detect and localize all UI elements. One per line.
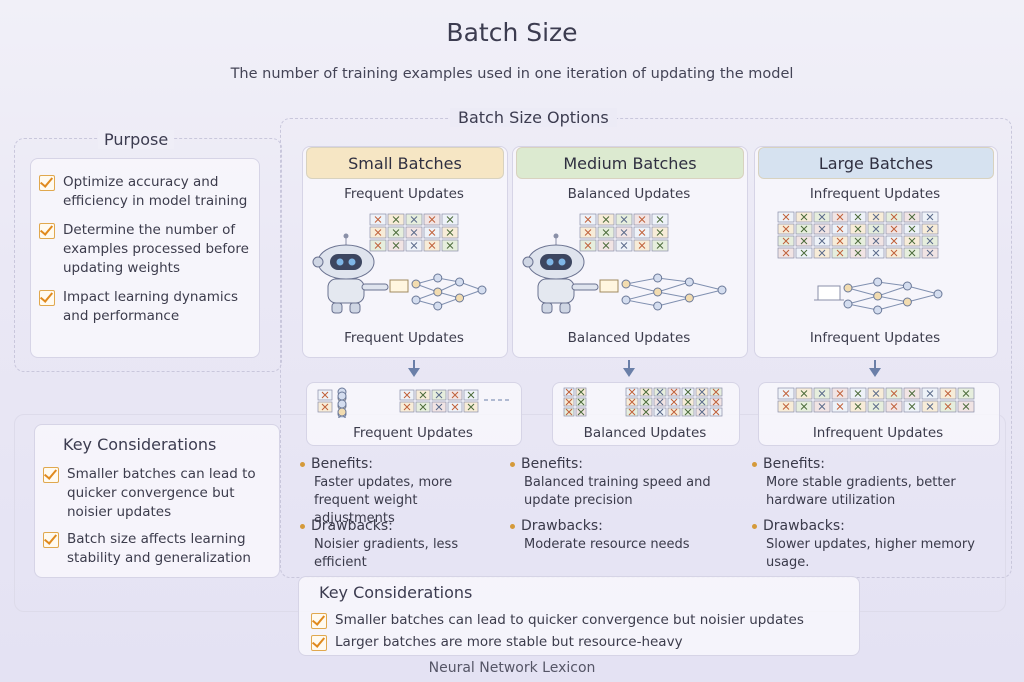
- flow-illustration: [777, 387, 975, 413]
- key-bottom-item: Larger batches are more stable but resou…: [311, 633, 851, 652]
- drawbacks-text: Noisier gradients, less efficient: [314, 537, 459, 570]
- check-icon: [39, 175, 55, 191]
- key-left-item: Smaller batches can lead to quicker conv…: [43, 465, 275, 522]
- bullet-icon: [300, 461, 305, 467]
- drawbacks-block: Drawbacks: Noisier gradients, less effic…: [300, 518, 502, 572]
- key-left-panel: Key Considerations Smaller batches can l…: [34, 424, 280, 578]
- column-bottom-label: Infrequent Updates: [809, 330, 941, 346]
- flow-illustration: [563, 387, 723, 417]
- key-bottom-title: Key Considerations: [319, 583, 473, 602]
- bullet-icon: [510, 523, 515, 529]
- flow-label: Frequent Updates: [353, 425, 473, 441]
- drawbacks-title: Drawbacks:: [311, 518, 393, 534]
- benefits-block: Benefits: More stable gradients, better …: [752, 456, 992, 510]
- purpose-item: Optimize accuracy and efficiency in mode…: [39, 173, 255, 211]
- column-bottom-label: Frequent Updates: [344, 330, 464, 346]
- page-subtitle: The number of training examples used in …: [230, 66, 794, 82]
- check-icon: [43, 532, 59, 548]
- down-arrow-icon: [408, 360, 420, 377]
- bullet-icon: [752, 461, 757, 467]
- benefits-text: Balanced training speed and update preci…: [524, 475, 711, 508]
- drawbacks-block: Drawbacks: Slower updates, higher memory…: [752, 518, 992, 572]
- flow-illustration: [317, 387, 512, 418]
- drawbacks-text: Slower updates, higher memory usage.: [766, 537, 975, 570]
- column-bottom-label: Balanced Updates: [567, 330, 691, 346]
- network-illustration: [777, 211, 943, 315]
- column-top-label: Balanced Updates: [567, 186, 691, 202]
- check-icon: [39, 290, 55, 306]
- footer-brand: Neural Network Lexicon: [428, 660, 596, 676]
- robot-illustration: [312, 213, 487, 314]
- bullet-icon: [510, 461, 515, 467]
- purpose-title: Purpose: [98, 130, 175, 149]
- column-top-label: Frequent Updates: [344, 186, 464, 202]
- robot-illustration: [522, 213, 727, 314]
- benefits-title: Benefits:: [763, 456, 826, 472]
- check-icon: [39, 223, 55, 239]
- benefits-title: Benefits:: [521, 456, 584, 472]
- check-icon: [311, 635, 327, 651]
- options-title: Batch Size Options: [450, 108, 617, 127]
- purpose-item: Determine the number of examples process…: [39, 221, 255, 278]
- page-title: Batch Size: [446, 18, 578, 47]
- purpose-item: Impact learning dynamics and performance: [39, 288, 255, 326]
- bullet-icon: [752, 523, 757, 529]
- drawbacks-text: Moderate resource needs: [524, 537, 690, 552]
- column-header: Small Batches: [306, 147, 504, 179]
- column-header: Large Batches: [758, 147, 994, 179]
- benefits-text: Faster updates, more frequent weight adj…: [314, 475, 453, 526]
- drawbacks-title: Drawbacks:: [521, 518, 603, 534]
- key-bottom-item: Smaller batches can lead to quicker conv…: [311, 611, 851, 630]
- drawbacks-title: Drawbacks:: [763, 518, 845, 534]
- benefits-title: Benefits:: [311, 456, 374, 472]
- purpose-list: Optimize accuracy and efficiency in mode…: [39, 173, 255, 326]
- down-arrow-icon: [869, 360, 881, 377]
- flow-label: Balanced Updates: [583, 425, 707, 441]
- benefits-text: More stable gradients, better hardware u…: [766, 475, 956, 508]
- benefits-block: Benefits: Balanced training speed and up…: [510, 456, 742, 510]
- check-icon: [43, 467, 59, 483]
- key-left-title: Key Considerations: [63, 435, 217, 454]
- key-left-item: Batch size affects learning stability an…: [43, 530, 275, 568]
- flow-label: Infrequent Updates: [812, 425, 944, 441]
- drawbacks-block: Drawbacks: Moderate resource needs: [510, 518, 742, 554]
- column-top-label: Infrequent Updates: [809, 186, 941, 202]
- column-header: Medium Batches: [516, 147, 744, 179]
- bullet-icon: [300, 523, 305, 529]
- benefits-block: Benefits: Faster updates, more frequent …: [300, 456, 502, 528]
- purpose-panel: Optimize accuracy and efficiency in mode…: [30, 158, 260, 358]
- check-icon: [311, 613, 327, 629]
- key-bottom-panel: Key Considerations Smaller batches can l…: [298, 576, 860, 656]
- down-arrow-icon: [623, 360, 635, 377]
